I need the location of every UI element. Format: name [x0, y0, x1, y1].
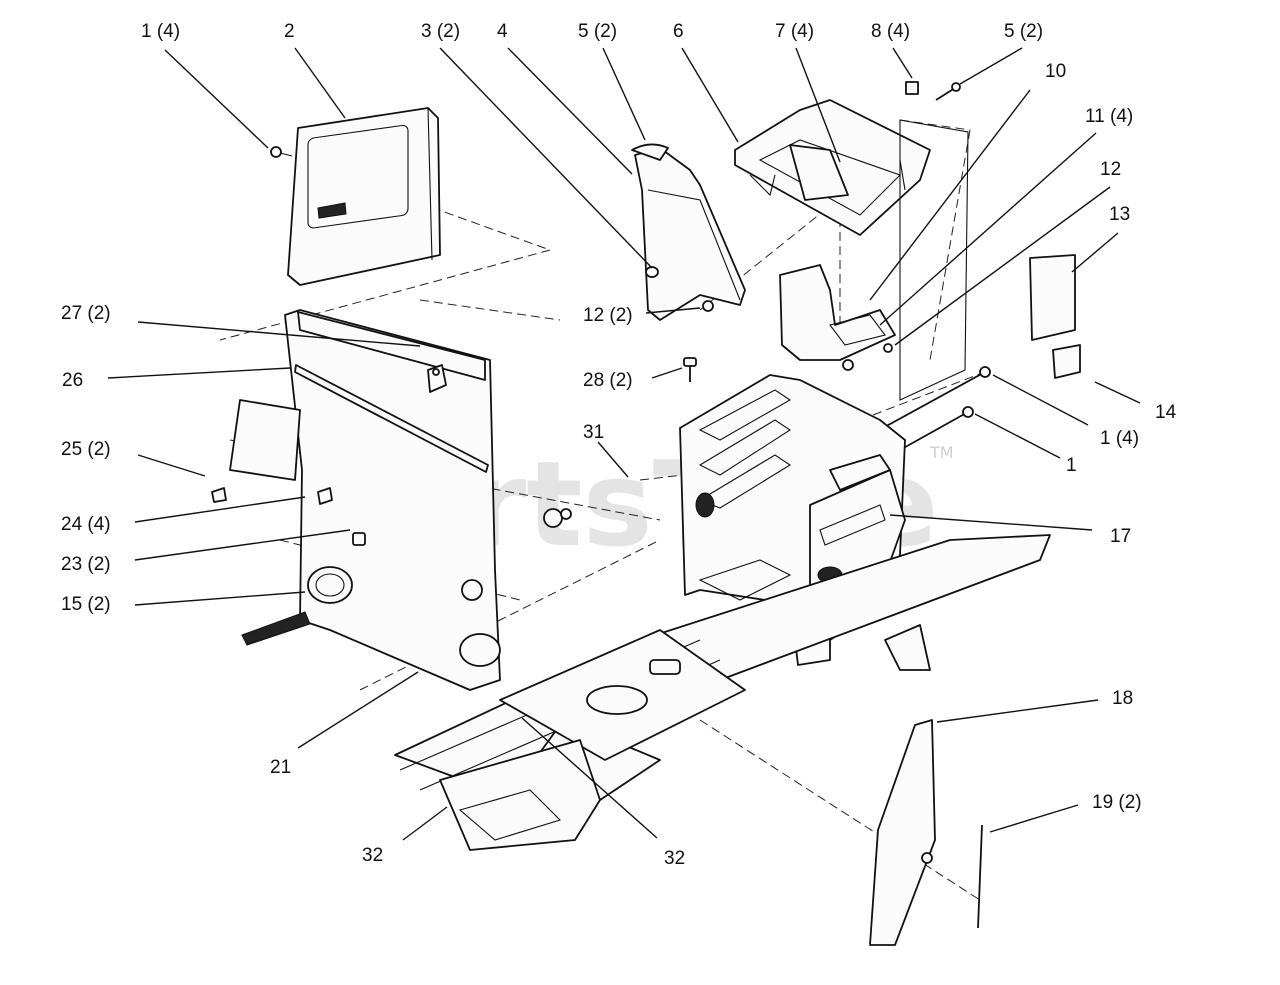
callout-24-4: 24 (4): [61, 514, 111, 535]
callout-12: 12: [1100, 159, 1121, 180]
callout-32-left: 32: [362, 845, 383, 866]
callout-17: 17: [1110, 526, 1131, 547]
callout-labels: 1 (4) 2 3 (2) 4 5 (2) 6 7 (4) 8 (4) 5 (2…: [61, 21, 1177, 869]
callout-1-4-right: 1 (4): [1100, 428, 1139, 449]
chassis-frame: [394, 534, 1051, 851]
part-10-bracket: [779, 264, 896, 371]
callout-23-2: 23 (2): [61, 554, 111, 575]
callout-12-2: 12 (2): [583, 305, 633, 326]
part-1-screws-right: [869, 366, 991, 451]
watermark-trademark: TM: [929, 443, 954, 462]
part-6-top-support: [734, 99, 931, 236]
callout-19-2: 19 (2): [1092, 792, 1142, 813]
callout-4: 4: [497, 21, 508, 42]
callout-32-right: 32: [664, 848, 685, 869]
callout-8-4: 8 (4): [871, 21, 910, 42]
callout-7-4: 7 (4): [775, 21, 814, 42]
callout-21: 21: [270, 757, 291, 778]
callout-3-2: 3 (2): [421, 21, 460, 42]
part-14-decal: [1052, 344, 1081, 379]
part-13-decal: [1029, 254, 1076, 341]
callout-1-4-top: 1 (4): [141, 21, 180, 42]
callout-15-2: 15 (2): [61, 594, 111, 615]
callout-6: 6: [673, 21, 684, 42]
part-8-block: [905, 81, 919, 95]
callout-11-4: 11 (4): [1085, 106, 1133, 127]
callout-1-right: 1: [1066, 455, 1077, 476]
part-1-screw-top: [270, 146, 293, 158]
callout-26: 26: [62, 370, 83, 391]
part-5-bolt: [935, 82, 961, 101]
part-18-side-panel: [869, 719, 936, 946]
callout-25-2: 25 (2): [61, 439, 111, 460]
callout-13: 13: [1109, 204, 1130, 225]
part-12-washer: [702, 300, 714, 312]
callout-5-2-b: 5 (2): [1004, 21, 1043, 42]
part-28-bolt: [683, 357, 697, 382]
callout-18: 18: [1112, 688, 1133, 709]
part-24-wing: [317, 487, 333, 505]
part-27-clip: [427, 364, 447, 393]
callout-10: 10: [1045, 61, 1066, 82]
part-25-wingnut: [211, 487, 227, 503]
part-26-strip: [294, 364, 489, 473]
part-15-spring-assembly: [241, 508, 572, 646]
callout-2: 2: [284, 21, 295, 42]
part-4-bracket: [631, 143, 746, 321]
callout-28-2: 28 (2): [583, 370, 633, 391]
part-2-upper-panel: [287, 107, 441, 286]
part-23-nut: [352, 532, 366, 546]
part-19-strip: [977, 824, 983, 929]
callout-5-2-a: 5 (2): [578, 21, 617, 42]
callout-27-2: 27 (2): [61, 303, 111, 324]
callout-14: 14: [1155, 402, 1177, 423]
leader-lines: [107, 47, 1141, 841]
callout-31: 31: [583, 422, 604, 443]
